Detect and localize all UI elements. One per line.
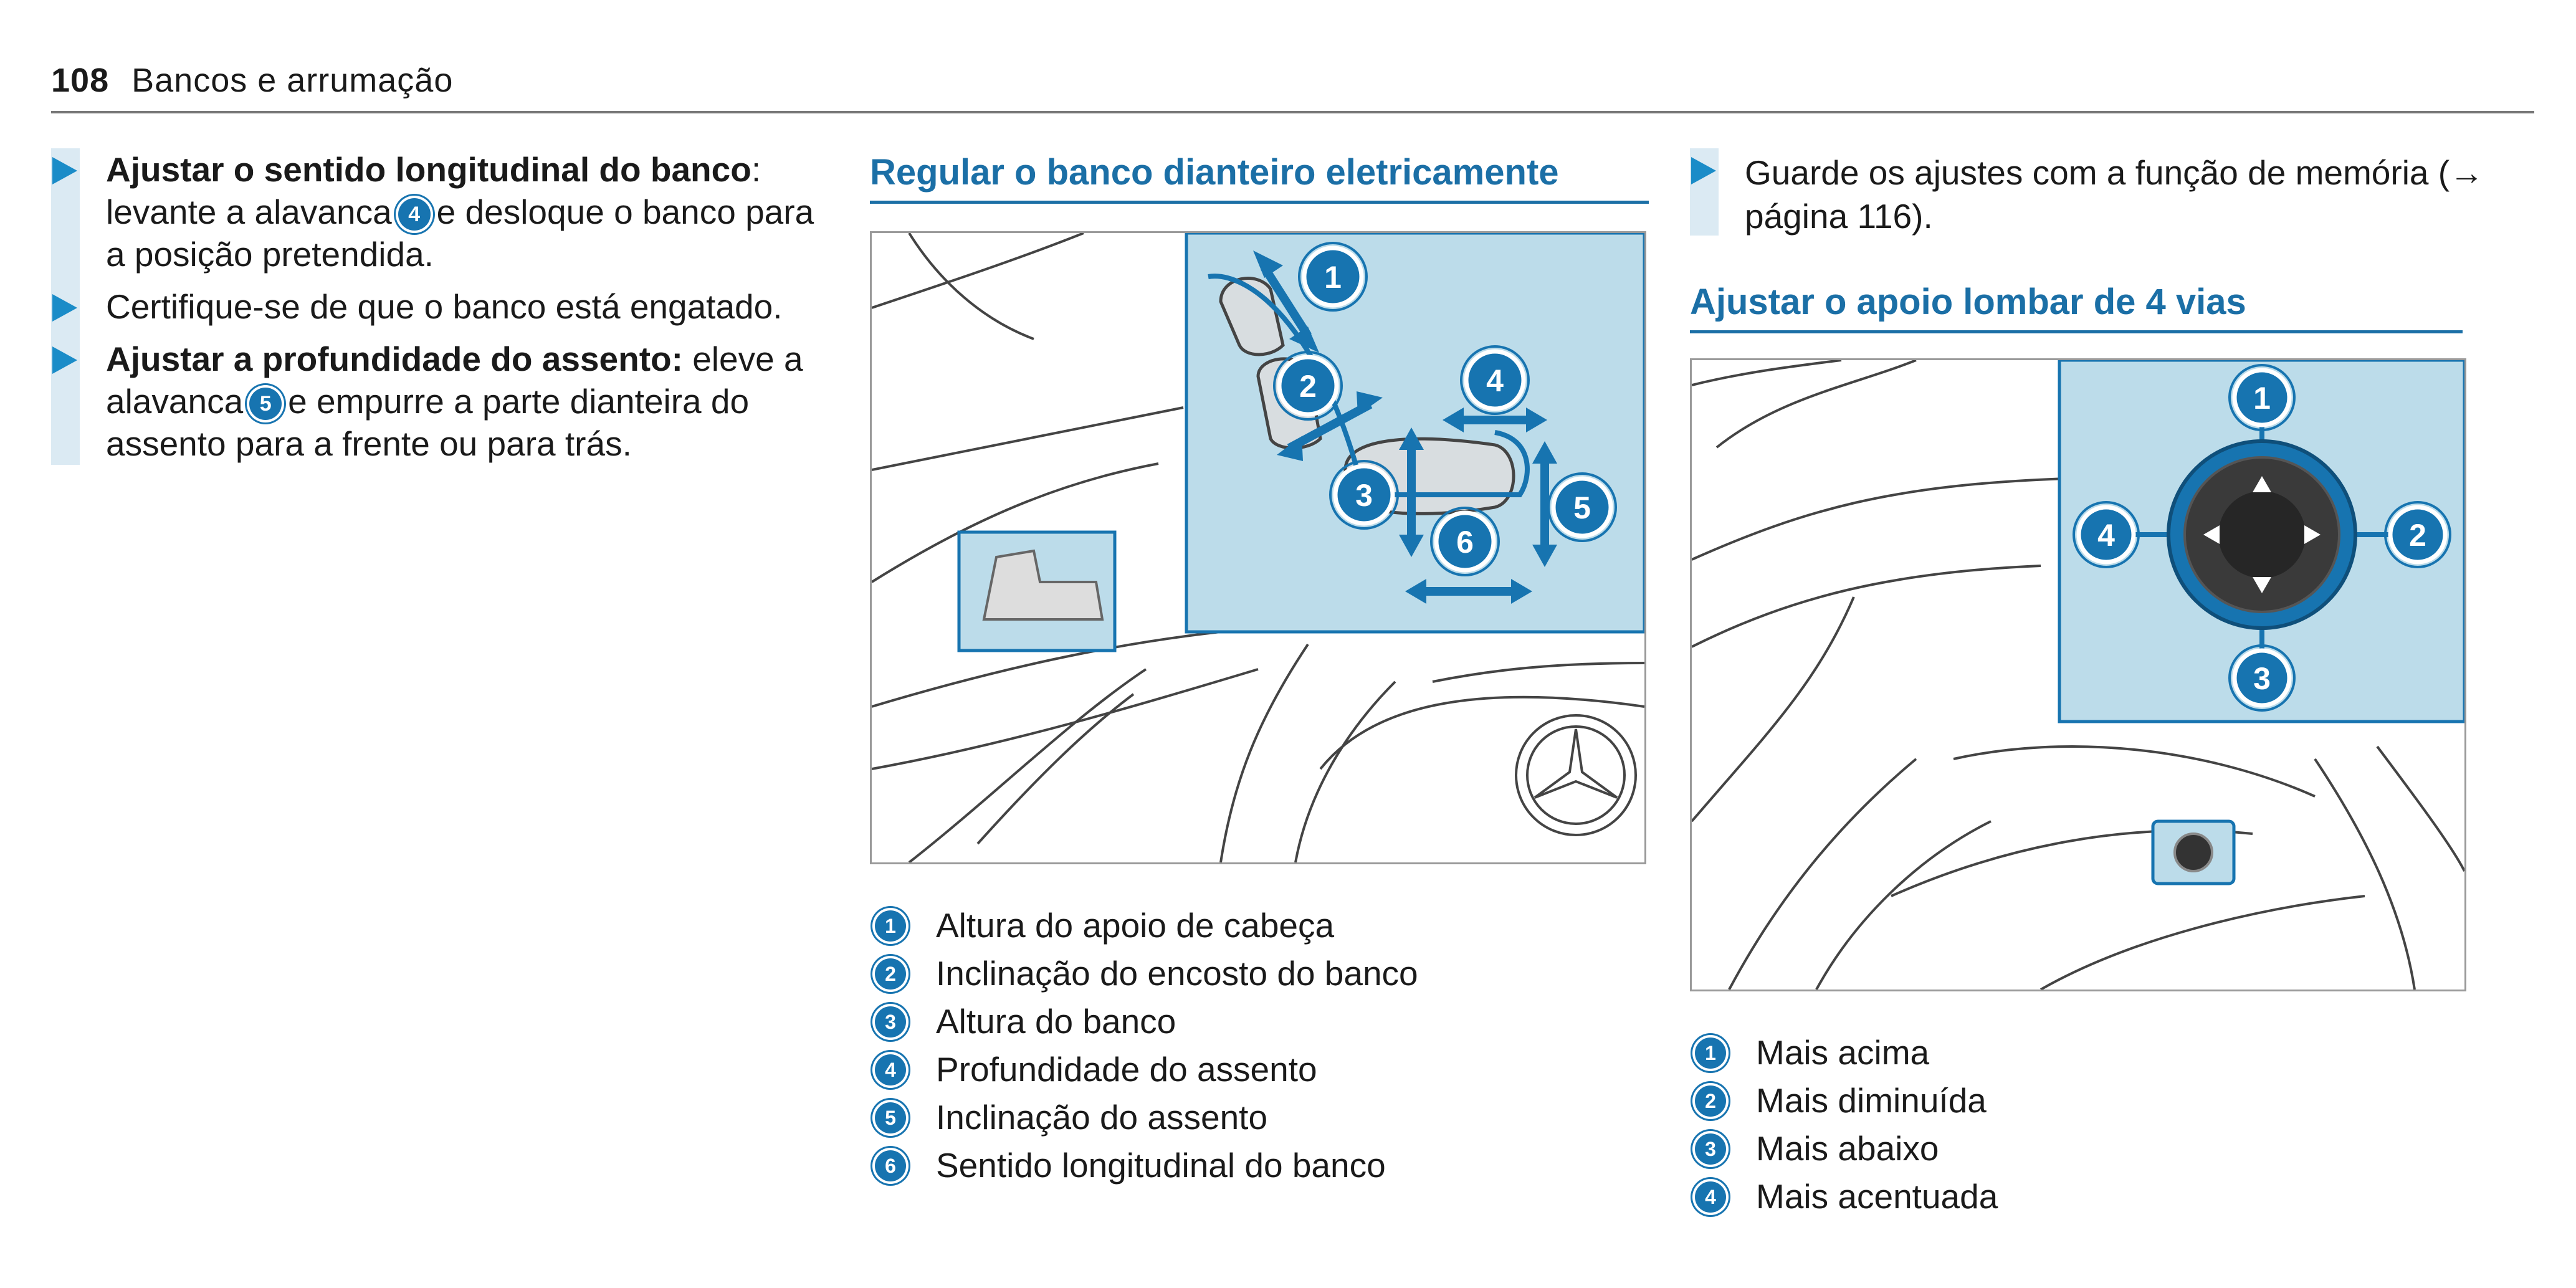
svg-text:1: 1: [1324, 260, 1342, 295]
callout-4-icon: 4: [875, 1054, 906, 1085]
callout-3-icon: 3: [1695, 1133, 1726, 1165]
callout-5-icon: 5: [1547, 472, 1617, 542]
middle-column: Regular o banco dianteiro eletricamente: [870, 148, 1649, 1190]
svg-text:4: 4: [1486, 363, 1504, 398]
left-column: Ajustar o sentido longitudinal do banco:…: [51, 148, 842, 475]
callout-3-icon: 3: [1329, 460, 1399, 530]
callout-3-icon: 3: [2228, 644, 2296, 712]
svg-text:2: 2: [2409, 518, 2426, 553]
section-rule: [870, 201, 1649, 204]
callout-4-icon: 4: [1695, 1181, 1726, 1213]
figure-lumbar-support: 1 2 3 4: [1690, 358, 2466, 991]
bullet-triangle-icon: [1691, 157, 1716, 184]
callout-1-icon: 1: [1298, 242, 1368, 312]
callout-2-icon: 2: [2384, 501, 2451, 568]
step-depth: Ajustar a profundidade do assento: eleve…: [51, 338, 842, 465]
step-bold: Ajustar o sentido longitudinal do banco: [106, 150, 751, 189]
callout-6-icon: 6: [875, 1150, 906, 1181]
callout-4-icon: 4: [398, 198, 431, 231]
lumbar-control-illustration: 1 2 3 4: [1692, 360, 2464, 990]
callout-1-icon: 1: [2228, 364, 2296, 431]
callout-markers: 1 2 3 4: [2073, 364, 2451, 712]
step-memory: Guarde os ajustes com a função de memóri…: [1690, 148, 2537, 241]
figure-electric-seat: 1 2 3 4 5 6: [870, 231, 1646, 864]
svg-text:4: 4: [2097, 518, 2115, 553]
step-engaged: Certifique-se de que o banco está engata…: [51, 285, 842, 338]
callout-6-icon: 6: [1430, 507, 1500, 576]
callout-2-icon: 2: [875, 958, 906, 990]
callout-1-icon: 1: [875, 910, 906, 942]
callout-4-icon: 4: [2073, 501, 2140, 568]
svg-text:3: 3: [2253, 661, 2271, 696]
bullet-triangle-icon: [52, 294, 77, 322]
step-longitudinal: Ajustar o sentido longitudinal do banco:…: [51, 148, 842, 285]
section-title-electric: Regular o banco dianteiro eletricamente: [870, 152, 1559, 193]
bullet-triangle-icon: [52, 346, 77, 374]
section-name: Bancos e arrumação: [131, 62, 454, 99]
header-rule: [51, 111, 2534, 113]
callout-1-icon: 1: [1695, 1037, 1726, 1069]
callout-3-icon: 3: [875, 1006, 906, 1038]
svg-text:1: 1: [2253, 381, 2271, 416]
callout-4-icon: 4: [1460, 345, 1530, 415]
svg-text:3: 3: [1355, 478, 1373, 513]
section-rule: [1690, 330, 2463, 333]
svg-text:5: 5: [1573, 490, 1591, 525]
svg-text:6: 6: [1456, 525, 1474, 560]
right-column: Guarde os ajustes com a função de memóri…: [1690, 148, 2537, 1221]
callout-5-icon: 5: [875, 1102, 906, 1133]
page-header: 108 Bancos e arrumação: [51, 61, 453, 100]
step-bold: Ajustar a profundidade do assento:: [106, 340, 683, 378]
section-title-lumbar: Ajustar o apoio lombar de 4 vias: [1690, 282, 2246, 322]
callout-5-icon: 5: [249, 388, 282, 421]
callout-markers: 1 2 3 4 5 6: [1273, 242, 1617, 576]
callout-2-icon: 2: [1695, 1085, 1726, 1117]
callout-2-icon: 2: [1273, 351, 1343, 421]
lumbar-knob-icon: [2173, 832, 2213, 872]
svg-text:2: 2: [1299, 369, 1317, 404]
page-number: 108: [51, 62, 110, 99]
mercedes-star-icon: [1515, 714, 1637, 836]
bullet-triangle-icon: [52, 157, 77, 184]
seat-controls-illustration: 1 2 3 4 5 6: [872, 233, 1644, 862]
